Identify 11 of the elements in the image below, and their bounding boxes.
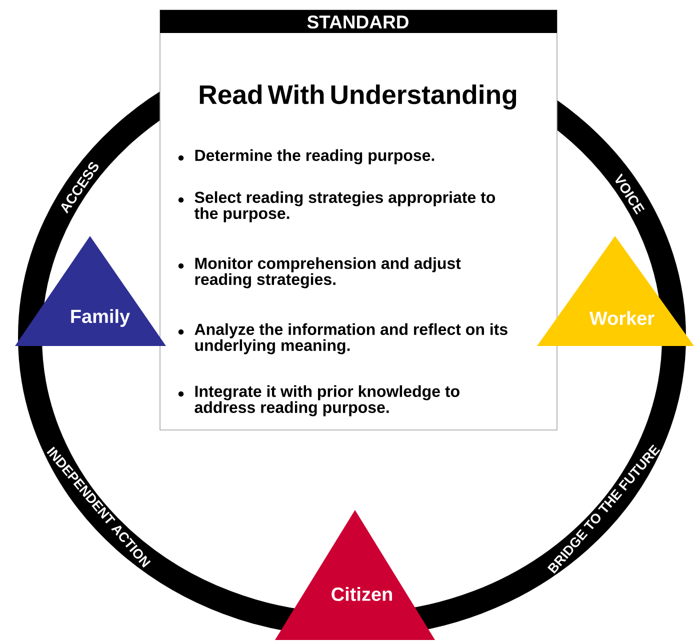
bullet-item: Determine the reading purpose. bbox=[178, 149, 434, 164]
triangle: Worker bbox=[537, 236, 694, 346]
bullet-item: Monitor comprehension and adjust reading strategies. bbox=[178, 257, 461, 288]
triangle: Family bbox=[15, 236, 166, 346]
header-band: STANDARD bbox=[160, 10, 557, 33]
bullet-item: Integrate it with prior knowledge to address reading purpose. bbox=[178, 385, 460, 416]
standard-card bbox=[160, 10, 558, 430]
triangle: Citizen bbox=[275, 510, 435, 640]
bullet-item: Select reading strategies appropriate to the purpose. bbox=[178, 191, 496, 222]
title: Read With Understanding bbox=[200, 84, 516, 110]
bullet-item: Analyze the information and reflect on its underlying meaning. bbox=[178, 323, 508, 354]
